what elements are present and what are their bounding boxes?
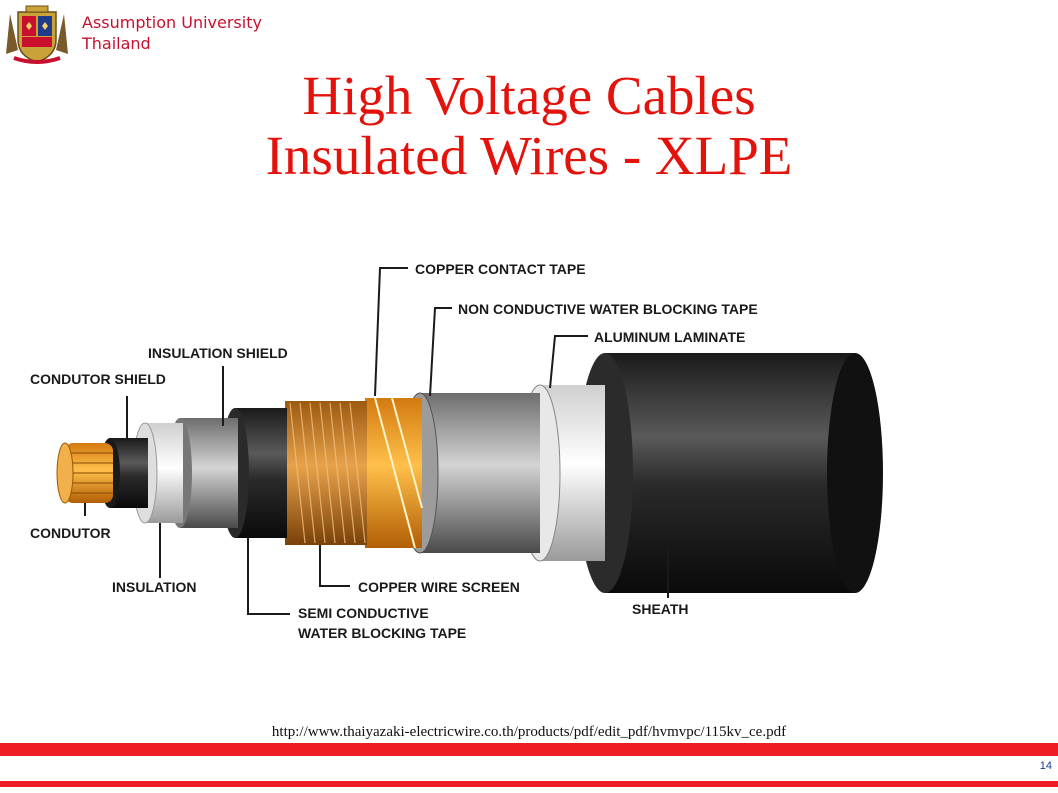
label-insulation-shield: INSULATION SHIELD: [148, 345, 288, 361]
label-insulation: INSULATION: [112, 579, 197, 595]
cable-cutaway-diagram: COPPER CONTACT TAPE NON CONDUCTIVE WATER…: [30, 261, 883, 641]
university-name-line2: Thailand: [82, 34, 151, 53]
label-conductor: CONDUTOR: [30, 525, 111, 541]
conductor-core: [56, 442, 113, 504]
conductor-shield-layer: [100, 438, 148, 508]
label-semi-conductive-line2: WATER BLOCKING TAPE: [298, 625, 466, 641]
footer-red-line: [0, 781, 1058, 787]
label-semi-conductive-line1: SEMI CONDUCTIVE: [298, 605, 429, 621]
leader-lines: [84, 267, 669, 615]
footer-red-bar: [0, 743, 1058, 756]
label-non-conductive-tape: NON CONDUCTIVE WATER BLOCKING TAPE: [458, 301, 758, 317]
sheath-layer: [577, 353, 883, 593]
label-sheath: SHEATH: [632, 601, 689, 617]
slide-title: High Voltage Cables Insulated Wires - XL…: [0, 66, 1058, 186]
university-name-line1: Assumption University: [82, 13, 262, 32]
label-copper-wire-screen: COPPER WIRE SCREEN: [358, 579, 520, 595]
copper-contact-tape-layer: [365, 397, 423, 549]
label-aluminum-laminate: ALUMINUM LAMINATE: [594, 329, 745, 345]
slide-title-line2: Insulated Wires - XLPE: [265, 125, 793, 186]
university-name: Assumption University Thailand: [82, 12, 262, 54]
university-crest-logo: [6, 5, 68, 64]
slide-title-line1: High Voltage Cables: [302, 65, 756, 126]
label-copper-contact-tape: COPPER CONTACT TAPE: [415, 261, 586, 277]
copper-wire-screen-layer: [285, 401, 367, 545]
page-number: 14: [1039, 760, 1052, 772]
source-url: http://www.thaiyazaki-electricwire.co.th…: [271, 724, 787, 740]
non-conductive-tape-layer: [401, 392, 540, 554]
label-conductor-shield: CONDUTOR SHIELD: [30, 371, 166, 387]
